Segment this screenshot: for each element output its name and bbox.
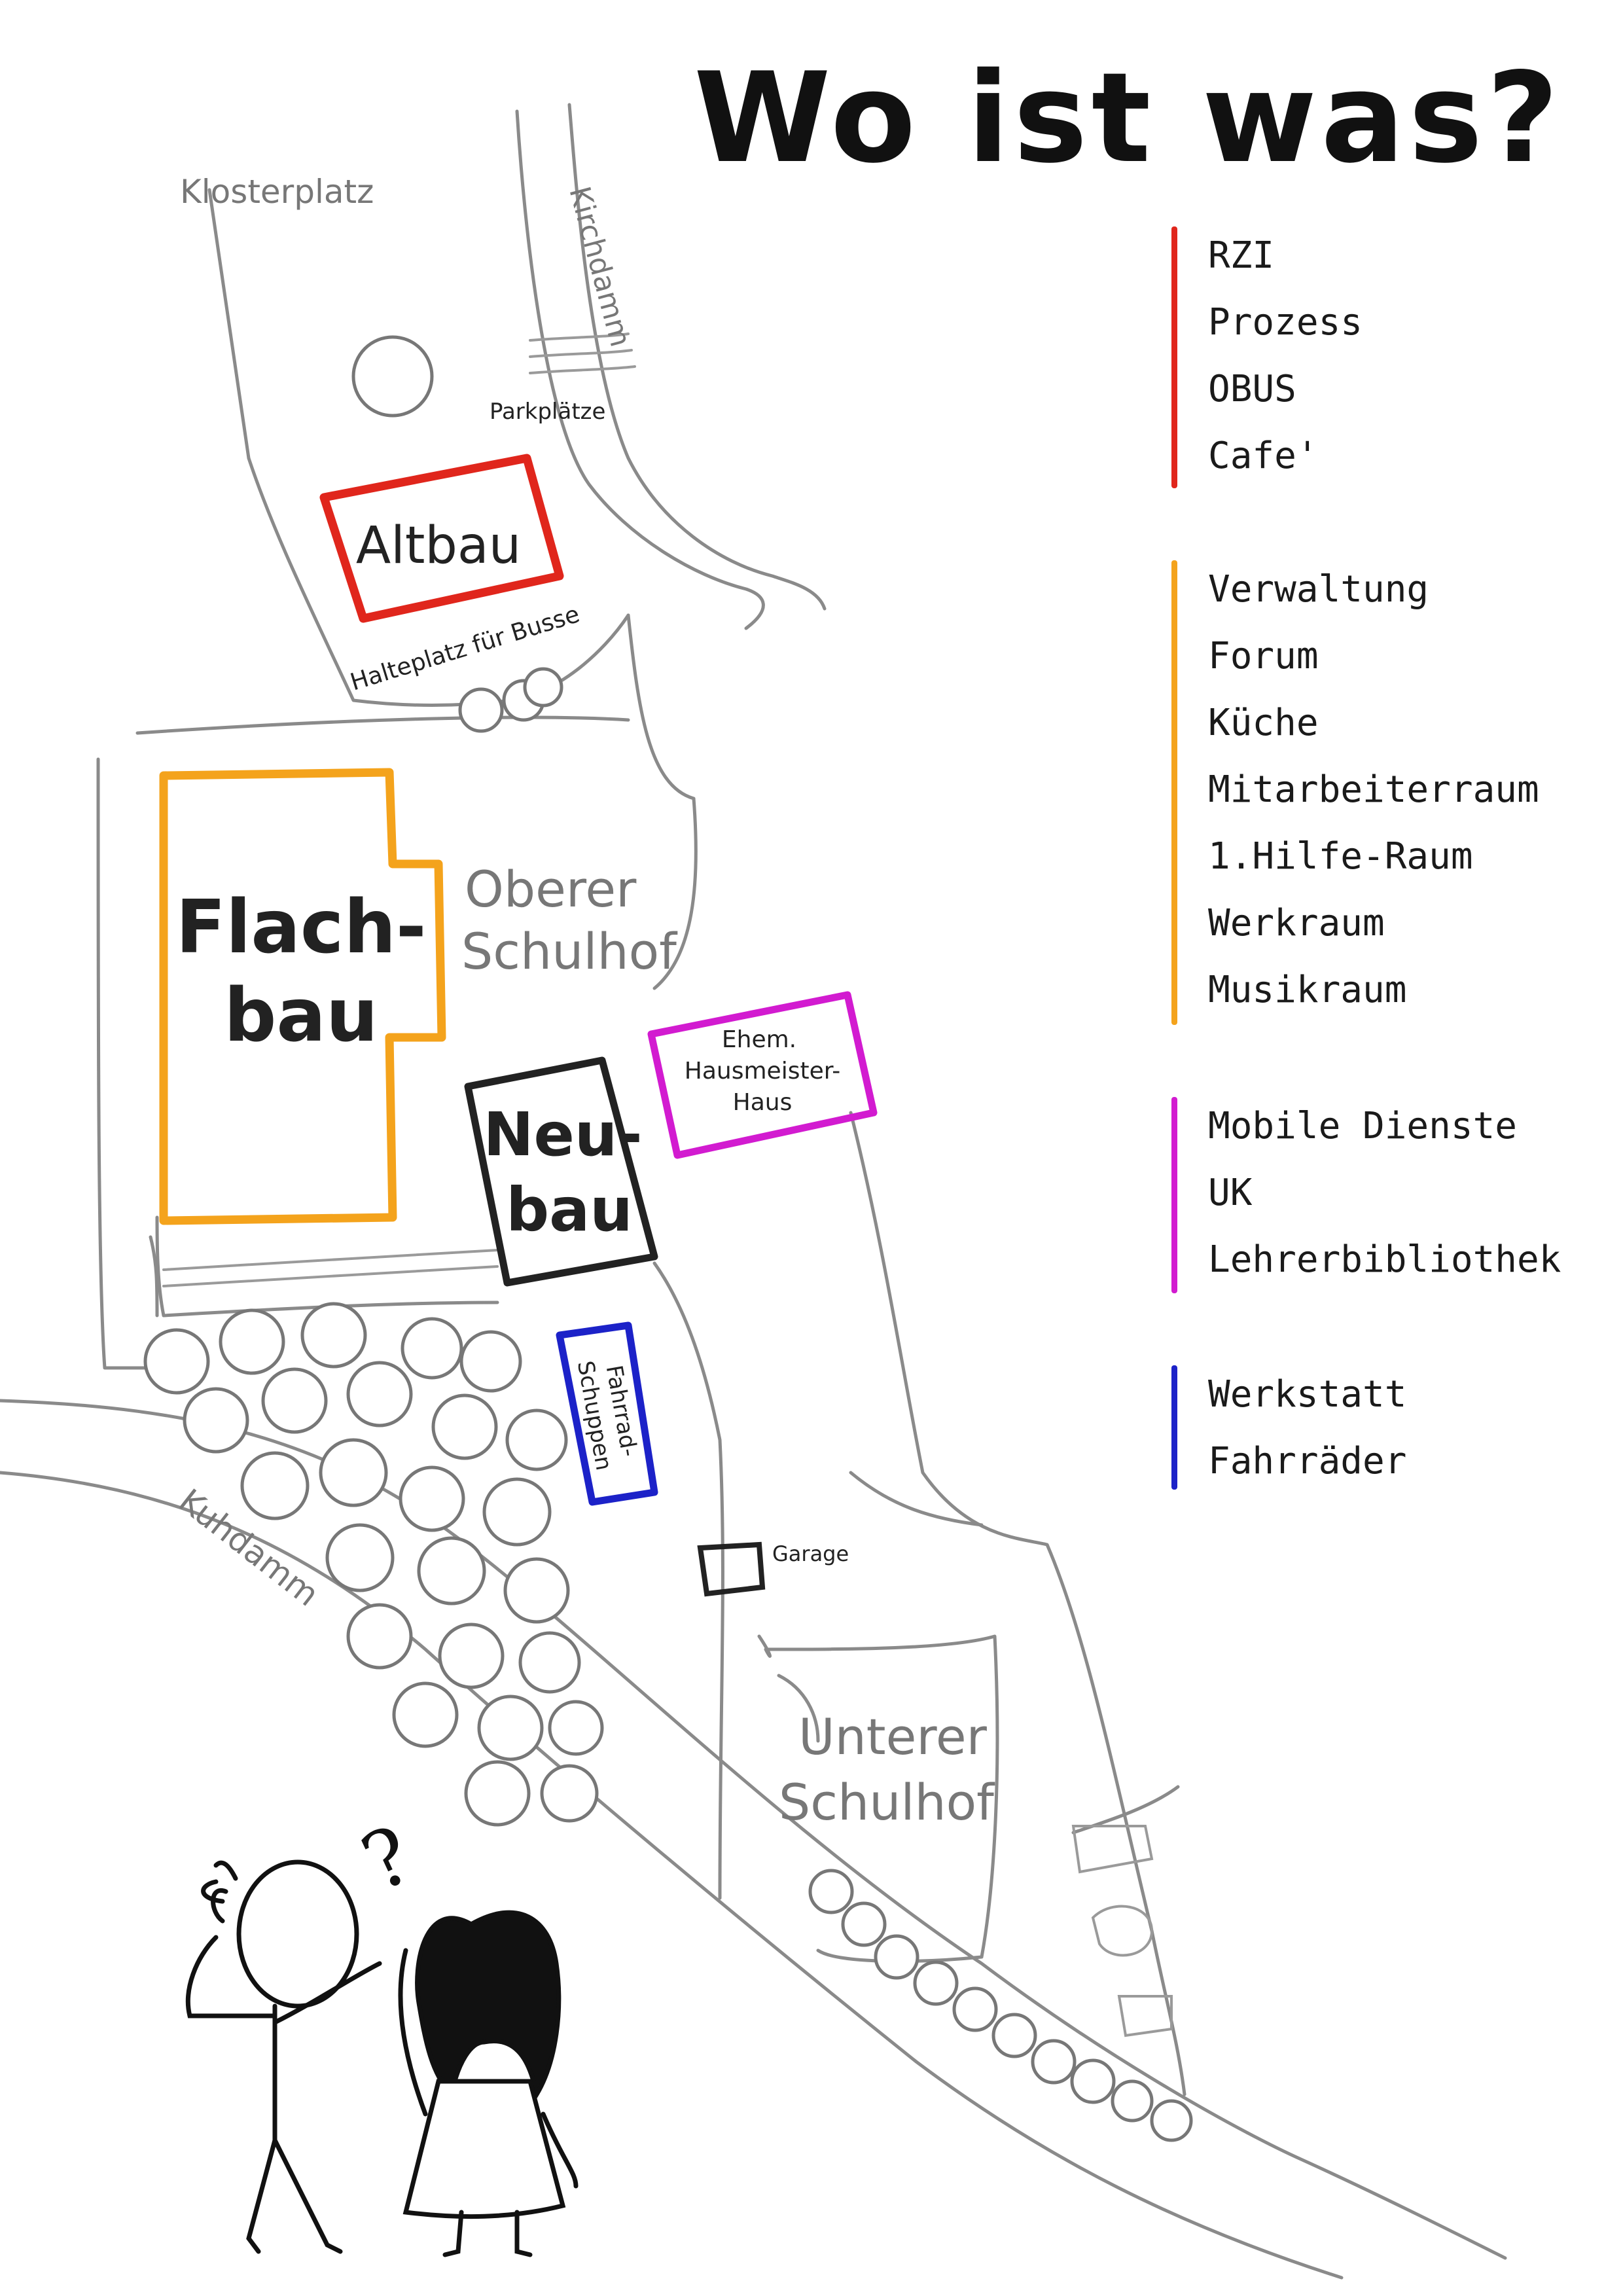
tree-icon	[874, 1934, 919, 1980]
tree-icon	[523, 667, 563, 708]
garage[interactable]: Garage	[697, 1541, 849, 1597]
building-flachbau[interactable]: Flach- bau	[159, 768, 446, 1225]
legend-bar-blue	[1171, 1365, 1177, 1490]
legend-bar-orange	[1171, 560, 1177, 1025]
flachbau-label-line2: bau	[224, 973, 378, 1058]
tree-icon	[459, 1330, 522, 1393]
building-fahrrad-schuppen[interactable]: Fahrrad- Schuppen	[556, 1321, 658, 1506]
tree-icon	[913, 1960, 959, 2006]
trees	[143, 335, 1193, 2142]
tree-icon	[503, 1557, 570, 1624]
legend-item: UK	[1208, 1172, 1253, 1214]
tree-icon	[518, 1631, 581, 1694]
hausmeister-outline	[647, 991, 878, 1159]
legend-item: Küche	[1208, 702, 1319, 744]
tree-icon	[477, 1695, 544, 1761]
legend-group-blue: Werkstatt Fahrräder	[1171, 1361, 1406, 1495]
tree-icon	[1111, 2079, 1154, 2123]
tree-icon	[300, 1302, 367, 1369]
legend-item: Cafe'	[1208, 435, 1319, 477]
flachbau-label-line1: Flach-	[175, 885, 426, 970]
legend-item: Werkraum	[1208, 902, 1385, 944]
legend-item: OBUS	[1208, 368, 1296, 410]
tree-icon	[319, 1438, 388, 1507]
tree-icon	[417, 1536, 486, 1605]
stick-figure-girl	[398, 1910, 579, 2257]
area-oberer-schulhof-line2: Schulhof	[461, 922, 678, 980]
altbau-outline	[319, 454, 564, 623]
question-mark-icon: ?	[349, 1809, 426, 1909]
tree-icon	[351, 335, 434, 418]
altbau-label: Altbau	[356, 516, 521, 575]
stick-figure-boy	[185, 1859, 382, 2254]
building-neubau[interactable]: Neu- bau	[464, 1056, 658, 1287]
legend-item: Prozess	[1208, 301, 1363, 344]
tree-icon	[346, 1603, 413, 1670]
neubau-label-line2: bau	[506, 1175, 632, 1245]
tree-icon	[952, 1986, 998, 2032]
neubau-label-line1: Neu-	[483, 1100, 642, 1170]
tree-icon	[1031, 2039, 1077, 2085]
hausmeister-label-line1: Ehem.	[722, 1026, 796, 1053]
tree-icon	[346, 1361, 413, 1427]
legend-group-red: RZI Prozess OBUS Cafe'	[1171, 223, 1363, 490]
street-kirchdamm: Kirchdamm	[562, 183, 637, 351]
tree-icon	[548, 1700, 604, 1756]
legend-item: Lehrerbibliothek	[1208, 1238, 1561, 1281]
tree-icon	[1070, 2058, 1116, 2104]
tree-icon	[392, 1681, 459, 1748]
tree-icon	[219, 1308, 285, 1375]
tree-icon	[1150, 2099, 1193, 2142]
tree-icon	[261, 1367, 328, 1434]
tree-icon	[183, 1387, 249, 1454]
hausmeister-label-line2: Hausmeister-	[685, 1058, 840, 1085]
garage-label: Garage	[772, 1541, 849, 1566]
tree-icon	[143, 1328, 210, 1395]
tree-icon	[399, 1465, 465, 1532]
tree-icon	[841, 1901, 887, 1947]
area-unterer-schulhof-line1: Unterer	[798, 1708, 988, 1766]
legend-item: Mobile Dienste	[1208, 1105, 1518, 1147]
tree-icon	[240, 1451, 310, 1520]
tree-icon	[540, 1764, 599, 1823]
tree-icon	[401, 1317, 463, 1380]
area-unterer-schulhof-line2: Schulhof	[779, 1773, 995, 1831]
legend-bar-magenta	[1171, 1097, 1177, 1293]
building-altbau[interactable]: Altbau	[319, 454, 564, 623]
area-oberer-schulhof-line1: Oberer	[465, 860, 637, 918]
legend-item: RZI	[1208, 234, 1275, 277]
legend-item: Fahrräder	[1208, 1440, 1407, 1482]
garage-outline	[697, 1541, 766, 1597]
tree-icon	[325, 1523, 395, 1592]
tree-icon	[808, 1869, 854, 1914]
legend-item: Forum	[1208, 635, 1319, 677]
tree-icon	[505, 1408, 568, 1471]
legend-bar-red	[1171, 226, 1177, 488]
legend-group-orange: Verwaltung Forum Küche Mitarbeiterraum 1…	[1171, 556, 1539, 1025]
street-klosterplatz: Klosterplatz	[180, 173, 374, 211]
tree-icon	[458, 687, 504, 733]
hausmeister-label-line3: Haus	[733, 1089, 793, 1116]
legend-item: Werkstatt	[1208, 1373, 1407, 1416]
flachbau-outline	[159, 768, 446, 1225]
tree-icon	[991, 2013, 1037, 2058]
legend-item: Mitarbeiterraum	[1208, 768, 1539, 811]
tree-icon	[464, 1760, 531, 1827]
building-hausmeister[interactable]: Ehem. Hausmeister- Haus	[647, 991, 878, 1159]
tree-icon	[431, 1393, 498, 1460]
neubau-outline	[464, 1056, 658, 1287]
tree-icon	[438, 1623, 505, 1689]
page-title: Wo ist was?	[694, 46, 1563, 190]
svg-text:?: ?	[349, 1809, 426, 1909]
legend-item: Verwaltung	[1208, 568, 1429, 611]
area-parkplaetze: Parkplätze	[490, 399, 605, 425]
tree-icon	[482, 1477, 552, 1547]
legend-item: Musikraum	[1208, 969, 1407, 1011]
road-outlines	[0, 103, 1507, 2280]
legend-item: 1.Hilfe-Raum	[1208, 835, 1473, 878]
fahrrad-outline	[556, 1321, 658, 1506]
legend-group-magenta: Mobile Dienste UK Lehrerbibliothek	[1171, 1093, 1561, 1293]
